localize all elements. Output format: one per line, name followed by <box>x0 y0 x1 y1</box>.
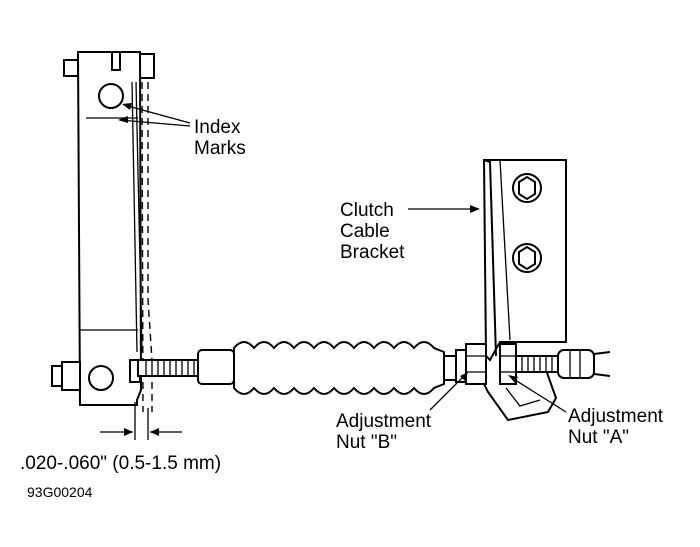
top-bolt-head-right <box>139 53 155 79</box>
adjustment-nut-a-label: Adjustment Nut "A" <box>568 406 663 448</box>
adjustment-nut-b-shape <box>465 343 487 385</box>
lever-alt-position <box>147 82 153 412</box>
cable-end <box>557 349 611 379</box>
bracket-bolt-upper <box>512 173 542 203</box>
adjustment-nuts <box>455 343 561 385</box>
nut-a-line-2: Nut "A" <box>568 427 630 448</box>
bracket-label-line-3: Bracket <box>340 242 405 263</box>
nut-b-line-1: Adjustment <box>336 411 432 432</box>
index-marks-line-1: Index <box>194 117 241 138</box>
clutch-cable-bracket-label: Clutch Cable Bracket <box>340 200 404 263</box>
top-bolt-head-left <box>63 59 79 77</box>
pivot-hole <box>98 83 124 109</box>
clutch-pedal-lever <box>51 51 155 406</box>
clearance-dimension <box>100 402 182 440</box>
nut-b-line-2: Nut "B" <box>336 432 398 453</box>
bracket-label-line-2: Cable <box>340 221 390 242</box>
clutch-cable-bracket <box>477 159 567 422</box>
threaded-rod-left <box>137 359 201 377</box>
adjustment-nut-b-label: Adjustment Nut "B" <box>336 411 431 453</box>
index-marks-label: Index Marks <box>194 117 246 159</box>
nut-a-line-1: Adjustment <box>568 406 664 427</box>
cable-boot <box>197 341 461 395</box>
bracket-bolt-lower <box>512 243 542 273</box>
figure-code: 93G00204 <box>27 484 93 500</box>
leader-lines <box>118 103 567 413</box>
bracket-label-line-1: Clutch <box>340 200 394 221</box>
lever-eye <box>88 365 114 391</box>
index-marks-line-2: Marks <box>194 138 246 159</box>
clearance-label: .020-.060" (0.5-1.5 mm) <box>20 453 222 474</box>
